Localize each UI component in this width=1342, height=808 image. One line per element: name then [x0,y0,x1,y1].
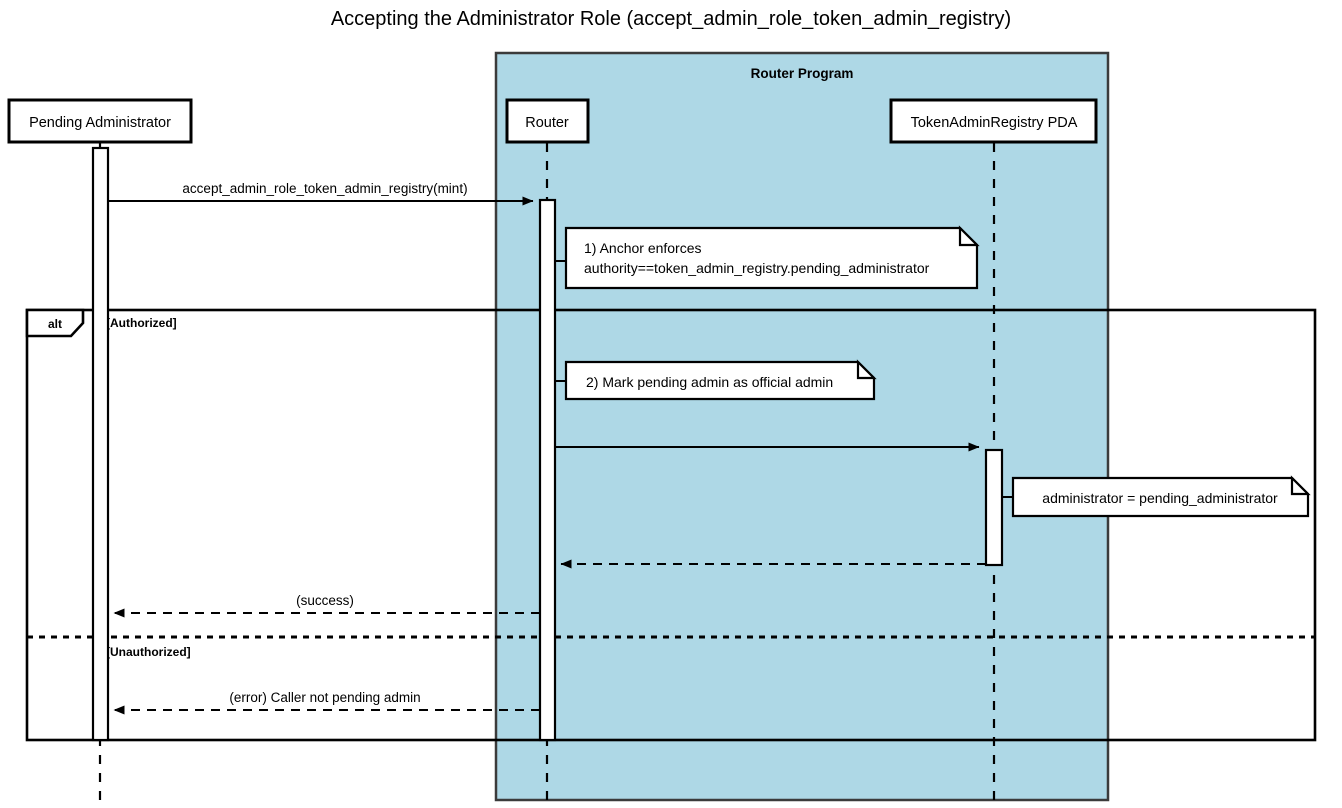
activation-bar-pda [984,448,1004,567]
note-line: 2) Mark pending admin as official admin [586,374,833,390]
note-1: 1) Anchor enforces authority==token_admi… [564,225,980,290]
participant-router[interactable]: Router [505,98,590,144]
group-label: Router Program [751,66,854,81]
alt-guard-unauthorized: [Unauthorized] [106,645,191,659]
participant-token-admin-registry-pda[interactable]: TokenAdminRegistry PDA [889,98,1098,144]
activation-bar-router [538,198,557,742]
participant-label: TokenAdminRegistry PDA [911,115,1078,131]
participant-pending-administrator[interactable]: Pending Administrator [7,98,193,144]
note-3: administrator = pending_administrator [1011,475,1311,518]
diagram-title: Accepting the Administrator Role (accept… [331,8,1011,30]
note-line: authority==token_admin_registry.pending_… [584,260,930,276]
message-label: (success) [296,593,354,608]
alt-fragment: alt [Authorized] [Unauthorized] [25,308,1317,742]
participant-label: Pending Administrator [29,115,171,131]
participant-label: Router [525,115,569,131]
alt-guard-authorized: [Authorized] [106,316,177,330]
message-label: (error) Caller not pending admin [229,690,420,705]
note-line: 1) Anchor enforces [584,240,702,256]
message-error-return: (error) Caller not pending admin [113,690,540,715]
note-2: 2) Mark pending admin as official admin [564,359,877,401]
message-success-return: (success) [113,593,540,618]
fragment-operator-label: alt [48,317,62,331]
note-line: administrator = pending_administrator [1042,490,1278,506]
group-router-program: Router Program [494,51,1110,802]
activation-bar-actor [91,146,110,742]
message-label: accept_admin_role_token_admin_registry(m… [182,181,467,196]
message-accept-admin-role: accept_admin_role_token_admin_registry(m… [108,181,534,206]
